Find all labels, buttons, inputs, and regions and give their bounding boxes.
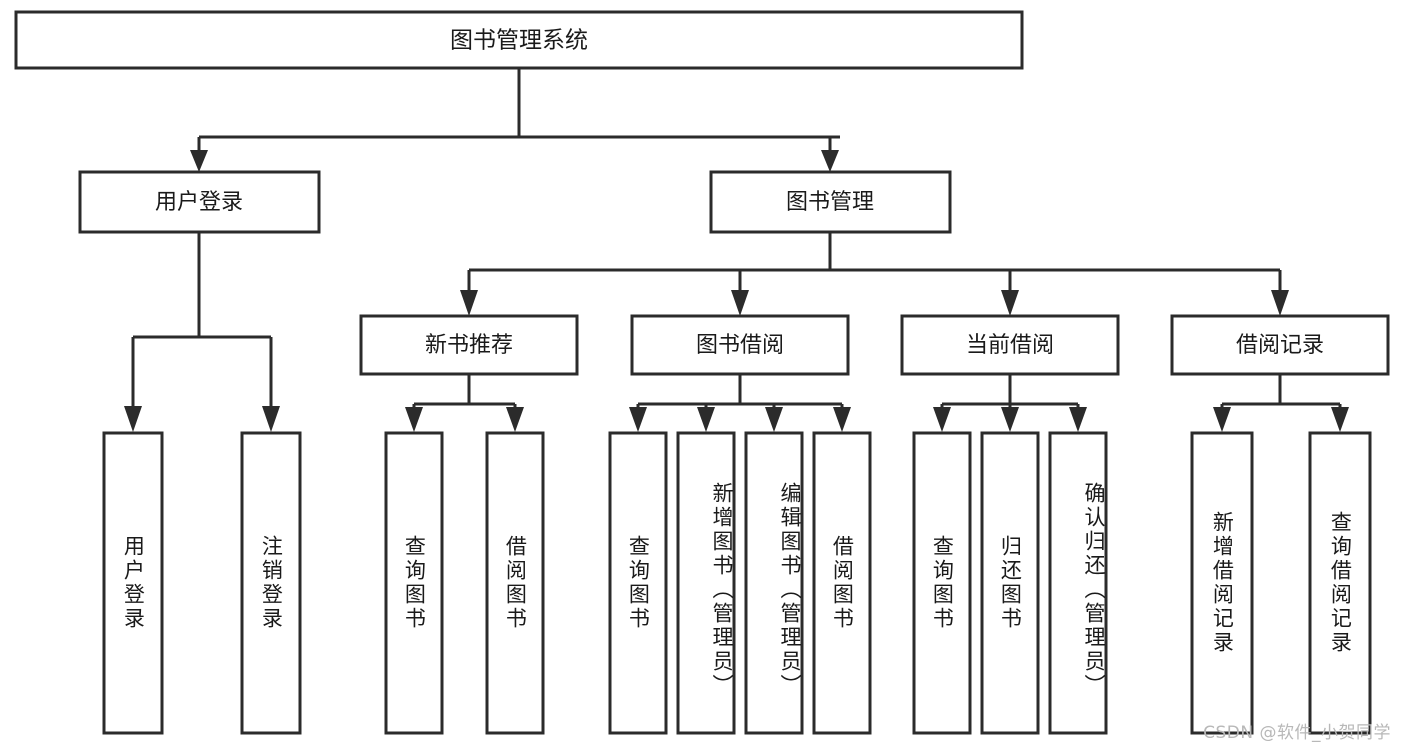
- node-new-book-recommend-label: 新书推荐: [425, 333, 513, 358]
- arrow-to-leaf-return-book: [1001, 407, 1019, 432]
- leaf-box-user-login[interactable]: [102, 431, 164, 735]
- nodes-layer: 图书管理系统 用户登录 图书管理 新书推荐 图书借阅 当前: [14, 10, 1390, 735]
- arrow-to-leaf-user-login: [124, 406, 142, 432]
- node-root-label: 图书管理系统: [450, 28, 588, 54]
- node-current-borrow[interactable]: 当前借阅: [900, 314, 1120, 376]
- node-book-borrow[interactable]: 图书借阅: [630, 314, 850, 376]
- arrow-to-new-book-recommend: [460, 290, 478, 316]
- node-user-login[interactable]: 用户登录: [78, 170, 321, 234]
- leaf-box-query-book-3[interactable]: [912, 431, 972, 735]
- node-borrow-record[interactable]: 借阅记录: [1170, 314, 1390, 376]
- arrow-to-leaf-borrow-book-1: [506, 407, 524, 432]
- arrow-to-current-borrow: [1001, 290, 1019, 316]
- arrow-to-leaf-query-book-3: [933, 407, 951, 432]
- arrow-to-user-login: [190, 150, 208, 172]
- node-book-manage[interactable]: 图书管理: [709, 170, 952, 234]
- leaf-box-borrow-book-2[interactable]: [812, 431, 872, 735]
- node-book-borrow-label: 图书借阅: [696, 333, 784, 358]
- leaf-box-add-book[interactable]: [676, 431, 736, 735]
- node-current-borrow-label: 当前借阅: [966, 333, 1054, 358]
- node-new-book-recommend[interactable]: 新书推荐: [359, 314, 579, 376]
- arrow-to-leaf-query-book-1: [405, 407, 423, 432]
- leaf-box-add-record[interactable]: [1190, 431, 1254, 735]
- csdn-watermark: CSDN @软件_小贺同学: [1203, 723, 1391, 743]
- node-user-login-label: 用户登录: [155, 190, 243, 215]
- leaf-box-query-book-1[interactable]: [384, 431, 444, 735]
- arrow-to-book-borrow: [731, 290, 749, 316]
- leaf-box-edit-book[interactable]: [744, 431, 804, 735]
- arrow-to-leaf-confirm-return: [1069, 407, 1087, 432]
- node-borrow-record-label: 借阅记录: [1236, 333, 1324, 358]
- node-book-manage-label: 图书管理: [786, 190, 874, 215]
- leaf-box-borrow-book-1[interactable]: [485, 431, 545, 735]
- edges-layer: [124, 68, 1349, 432]
- arrow-to-leaf-query-record: [1331, 407, 1349, 432]
- leaf-box-query-record[interactable]: [1308, 431, 1372, 735]
- arrow-to-leaf-borrow-book-2: [833, 407, 851, 432]
- node-root[interactable]: 图书管理系统: [14, 10, 1024, 70]
- leaf-box-query-book-2[interactable]: [608, 431, 668, 735]
- arrow-to-borrow-record: [1271, 290, 1289, 316]
- arrow-to-leaf-add-record: [1213, 407, 1231, 432]
- arrow-to-leaf-user-logout: [262, 406, 280, 432]
- arrow-to-book-manage: [821, 150, 839, 172]
- arrow-to-leaf-query-book-2: [629, 407, 647, 432]
- leaf-box-confirm-return[interactable]: [1048, 431, 1108, 735]
- leaf-box-return-book[interactable]: [980, 431, 1040, 735]
- leaf-box-user-logout[interactable]: [240, 431, 302, 735]
- arrow-to-leaf-edit-book: [765, 407, 783, 432]
- arrow-to-leaf-add-book: [697, 407, 715, 432]
